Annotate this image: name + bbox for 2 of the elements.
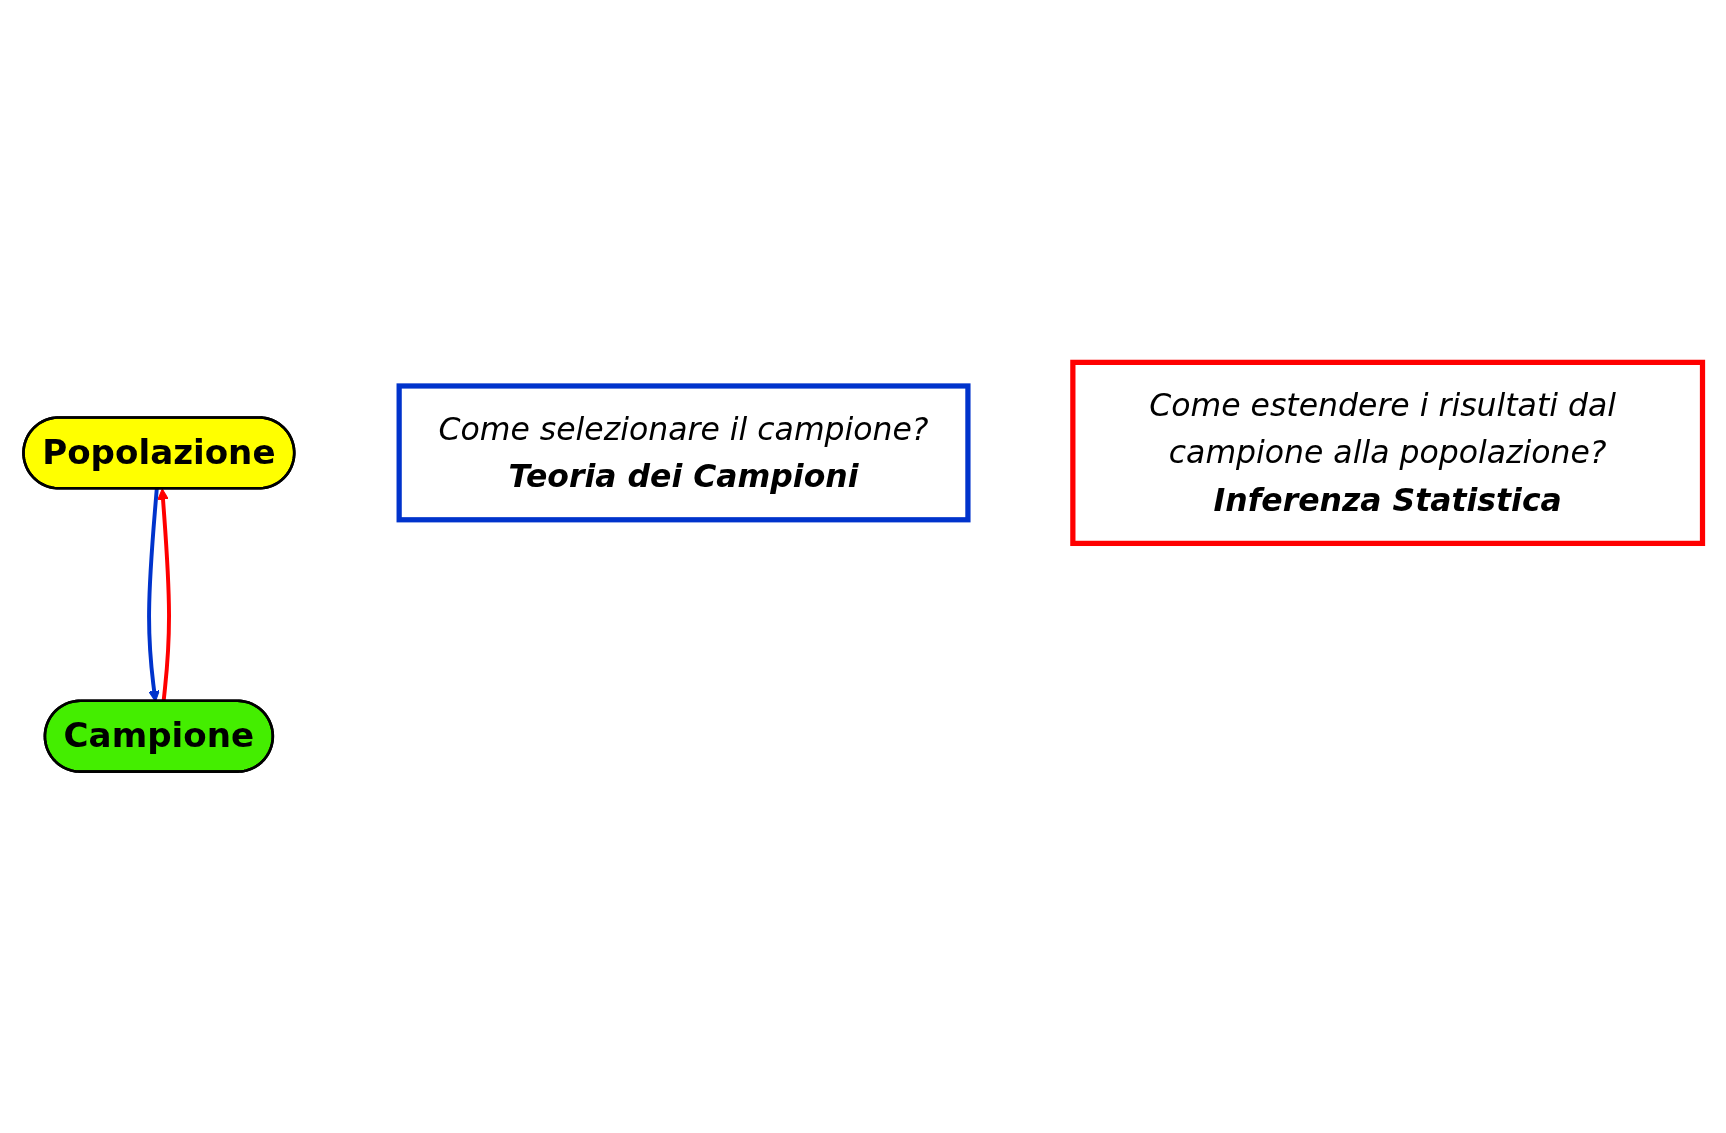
node-box: Come estendere i risultati dal campione alla popolazione? Inferenza Statistica (1070, 359, 1706, 546)
node-box: Come selezionare il campione? Teoria dei Campioni (396, 382, 971, 522)
